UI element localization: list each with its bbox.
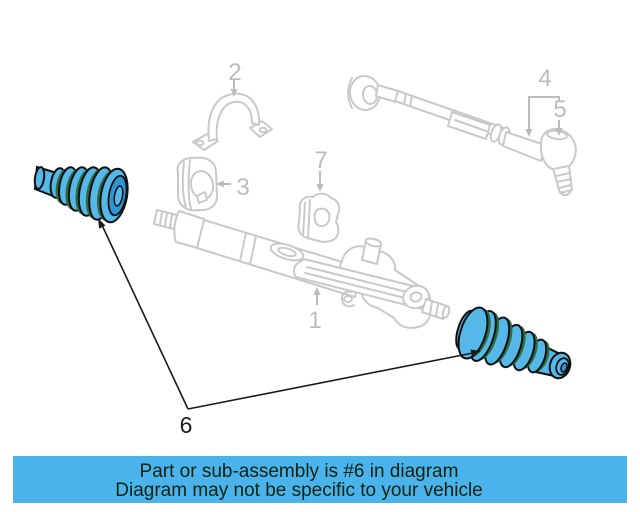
part-6-boot-right — [455, 306, 572, 380]
highlight-leader-lines — [98, 218, 481, 410]
gray-callout-arrows — [216, 80, 563, 305]
callout-label-2: 2 — [228, 59, 241, 86]
part-5-tie-rod-end — [539, 128, 577, 197]
callout-arrow-7 — [316, 171, 324, 192]
callout-label-4: 4 — [538, 65, 551, 92]
part-1-rack-assembly — [153, 209, 451, 329]
callout-label-3: 3 — [236, 174, 249, 201]
part-6-boot-left — [33, 165, 129, 224]
part-4-tie-rod — [347, 75, 577, 197]
callout-arrow-3 — [216, 180, 231, 188]
part-2-mounting-bracket — [192, 92, 273, 151]
part-7-bracket — [297, 192, 341, 243]
callout-label-1: 1 — [308, 307, 321, 334]
callout-label-5: 5 — [553, 96, 566, 123]
callout-arrow-1 — [313, 287, 321, 305]
callout-label-7: 7 — [314, 147, 327, 174]
callout-label-6: 6 — [180, 412, 193, 438]
part-3-bushing — [176, 156, 219, 212]
caption-line-2: Diagram may not be specific to your vehi… — [115, 480, 483, 501]
callout-arrow-5 — [555, 120, 563, 136]
caption-bar: Part or sub-assembly is #6 in diagram Di… — [13, 456, 627, 503]
callout-arrow-2 — [230, 80, 238, 97]
callout-bracket-4 — [525, 96, 560, 137]
caption-line-1: Part or sub-assembly is #6 in diagram — [139, 461, 459, 482]
